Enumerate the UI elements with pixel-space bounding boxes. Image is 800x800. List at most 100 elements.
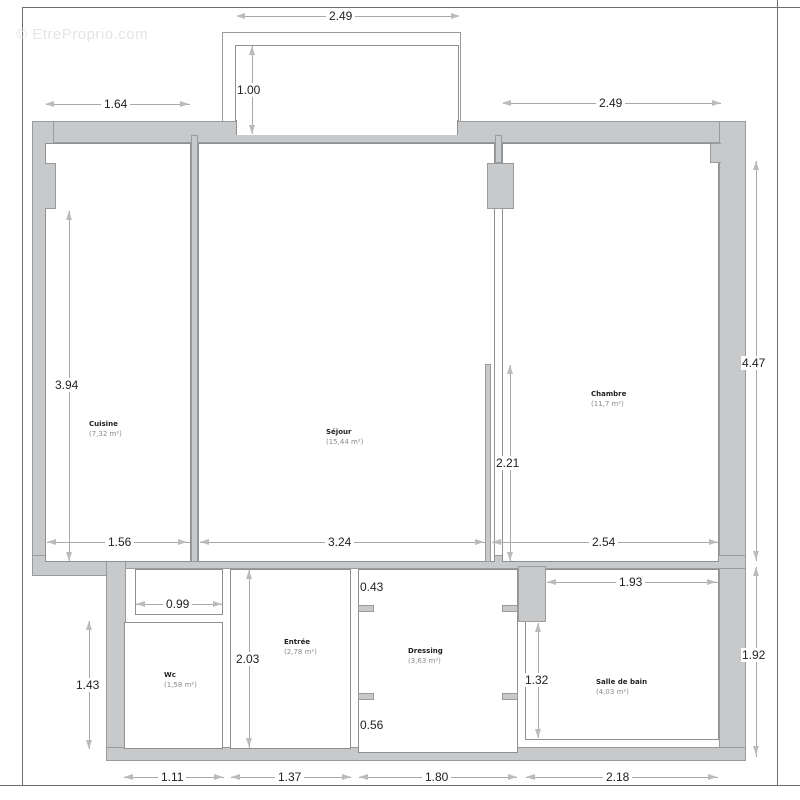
arrow-left-icon <box>47 539 56 545</box>
watermark: © EtreProprio.com <box>16 26 149 43</box>
arrow-right-icon <box>342 774 351 780</box>
chimney-pillar <box>487 163 514 209</box>
arrow-right-icon <box>475 539 484 545</box>
dim-cuisine-width: 1.56 <box>105 535 135 549</box>
arrow-left-icon <box>502 100 511 106</box>
room-area: (2,78 m²) <box>284 648 317 656</box>
arrow-left-icon <box>547 579 556 585</box>
label-cuisine: Cuisine (7,32 m²) <box>89 419 122 439</box>
arrow-right-icon <box>508 774 517 780</box>
room-area: (1,58 m²) <box>164 681 197 689</box>
label-sejour: Séjour (15,44 m²) <box>326 427 363 447</box>
arrow-right-icon <box>708 774 717 780</box>
room-sejour <box>198 143 495 562</box>
label-wc: Wc (1,58 m²) <box>164 670 197 690</box>
dim-top-right: 2.49 <box>596 96 626 110</box>
room-wc <box>124 622 223 749</box>
dim-sejour-width: 3.24 <box>325 535 355 549</box>
arrow-left-icon <box>45 101 54 107</box>
dim-bottom-2: 1.37 <box>275 770 305 784</box>
arrow-right-icon <box>180 101 189 107</box>
dressing-stub-tl <box>358 605 374 612</box>
label-entree: Entrée (2,78 m²) <box>284 637 317 657</box>
frame-left-line <box>22 7 23 785</box>
arrow-up-icon <box>753 567 759 576</box>
arrow-left-icon <box>200 539 209 545</box>
arrow-up-icon <box>507 365 513 374</box>
room-name: Entrée <box>284 638 311 646</box>
dressing-stub-bl <box>358 693 374 700</box>
arrow-up-icon <box>753 161 759 170</box>
arrow-left-icon <box>124 774 133 780</box>
room-name: Chambre <box>591 390 627 398</box>
label-salle-de-bain: Salle de bain (4,03 m²) <box>596 677 647 697</box>
room-cuisine <box>45 143 191 562</box>
dim-wc-height: 1.43 <box>75 678 101 692</box>
room-name: Wc <box>164 671 176 679</box>
arrow-right-icon <box>178 539 187 545</box>
arrow-right-icon <box>712 100 721 106</box>
dim-bottom-3: 1.80 <box>422 770 452 784</box>
room-dressing <box>358 569 518 753</box>
arrow-down-icon <box>507 552 513 561</box>
room-area: (3,63 m²) <box>408 657 441 665</box>
frame-bottom-line <box>0 785 800 786</box>
frame-right-line <box>777 0 778 785</box>
wall-cuisine-sejour <box>191 135 198 562</box>
dressing-stub-br <box>502 693 518 700</box>
room-area: (7,32 m²) <box>89 430 122 438</box>
room-area: (4,03 m²) <box>596 688 629 696</box>
room-area: (15,44 m²) <box>326 438 364 446</box>
partition-sejour-chambre <box>485 364 491 562</box>
wall-right <box>719 121 746 759</box>
dim-bath-height: 1.32 <box>524 673 550 687</box>
arrow-up-icon <box>535 623 541 632</box>
chambre-wall-notch <box>710 143 721 163</box>
arrow-down-icon <box>249 125 255 134</box>
room-area: (11,7 m²) <box>591 400 624 408</box>
bath-corner-block <box>518 566 546 622</box>
wall-left-lower <box>106 555 126 759</box>
dim-cuisine-height: 3.94 <box>54 378 80 392</box>
arrow-left-icon <box>359 774 368 780</box>
room-name: Dressing <box>408 647 443 655</box>
arrow-down-icon <box>86 740 92 749</box>
dim-bath-width: 1.93 <box>616 575 646 589</box>
arrow-down-icon <box>753 551 759 560</box>
arrow-right-icon <box>451 13 460 19</box>
room-name: Cuisine <box>89 420 118 428</box>
room-chambre <box>502 143 719 562</box>
arrow-down-icon <box>246 738 252 747</box>
arrow-left-icon <box>236 13 245 19</box>
arrow-left-icon <box>492 539 501 545</box>
arrow-up-icon <box>86 621 92 630</box>
arrow-up-icon <box>249 46 255 55</box>
dim-bottom-4: 2.18 <box>603 770 633 784</box>
wall-sejour-chambre-top <box>495 135 502 163</box>
arrow-down-icon <box>753 746 759 755</box>
frame-top-line <box>22 7 800 8</box>
dim-bottom-1: 1.11 <box>158 770 187 784</box>
label-dressing: Dressing (3,63 m²) <box>408 646 443 666</box>
dim-balcony-width: 2.49 <box>326 9 356 23</box>
arrow-right-icon <box>214 774 223 780</box>
arrow-left-icon <box>136 601 145 607</box>
room-salle-de-bain <box>525 569 719 740</box>
dim-entree-height: 2.03 <box>235 652 261 666</box>
dim-right-upper: 4.47 <box>741 356 767 370</box>
room-name: Séjour <box>326 428 352 436</box>
arrow-left-icon <box>526 774 535 780</box>
arrow-right-icon <box>707 579 716 585</box>
room-name: Salle de bain <box>596 678 648 686</box>
dim-right-lower: 1.92 <box>741 648 767 662</box>
dim-dressing-top: 0.43 <box>359 580 385 594</box>
arrow-up-icon <box>246 570 252 579</box>
dim-chambre-width: 2.54 <box>589 535 619 549</box>
dim-top-left: 1.64 <box>101 97 131 111</box>
dim-partition-height: 2.21 <box>495 456 521 470</box>
dim-dressing-bottom: 0.56 <box>359 718 385 732</box>
dim-balcony-depth: 1.00 <box>236 83 262 97</box>
dim-wc-niche-width: 0.99 <box>163 597 193 611</box>
dressing-stub-tr <box>502 605 518 612</box>
arrow-down-icon <box>66 552 72 561</box>
